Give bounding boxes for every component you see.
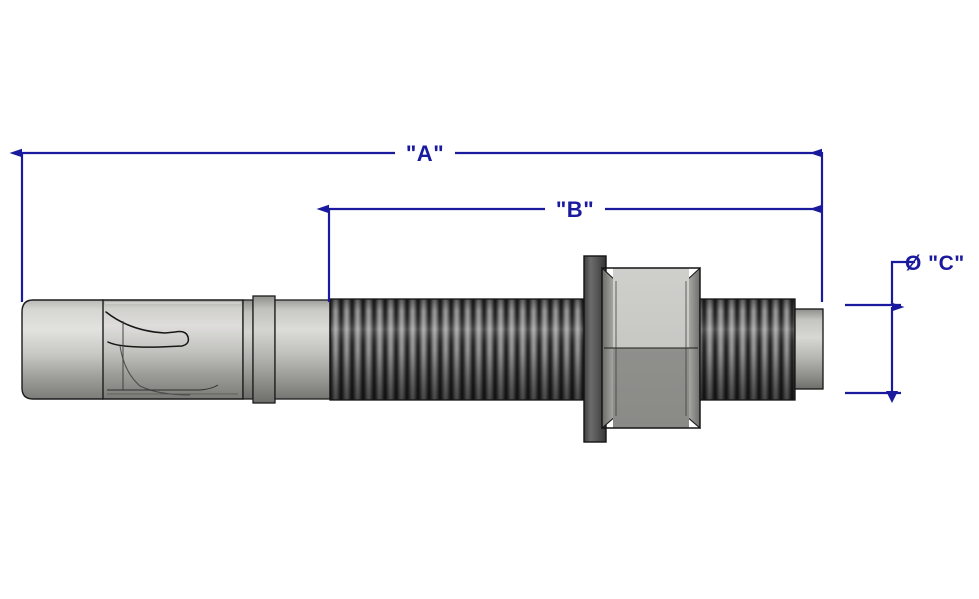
dimension-label-a: "A" xyxy=(406,141,444,166)
collar-ring xyxy=(242,295,276,404)
threaded-shank xyxy=(329,298,586,401)
smooth-shank xyxy=(274,299,331,400)
overall-length-dimension: "A" xyxy=(9,141,824,302)
dimension-label-b: "B" xyxy=(556,197,594,222)
arrowhead-c-bottom xyxy=(886,391,898,403)
dimension-label-c: Ø "C" xyxy=(905,252,965,275)
threaded-shank xyxy=(699,298,796,401)
anchor-bolt-assembly xyxy=(21,255,824,443)
hex-nut xyxy=(601,266,701,430)
thread-length-dimension: "B" xyxy=(316,197,822,302)
diameter-dimension: Ø "C" xyxy=(845,252,965,403)
leader-line-c xyxy=(890,260,915,305)
expansion-clip xyxy=(102,299,244,400)
thread-end-tip xyxy=(794,308,824,390)
